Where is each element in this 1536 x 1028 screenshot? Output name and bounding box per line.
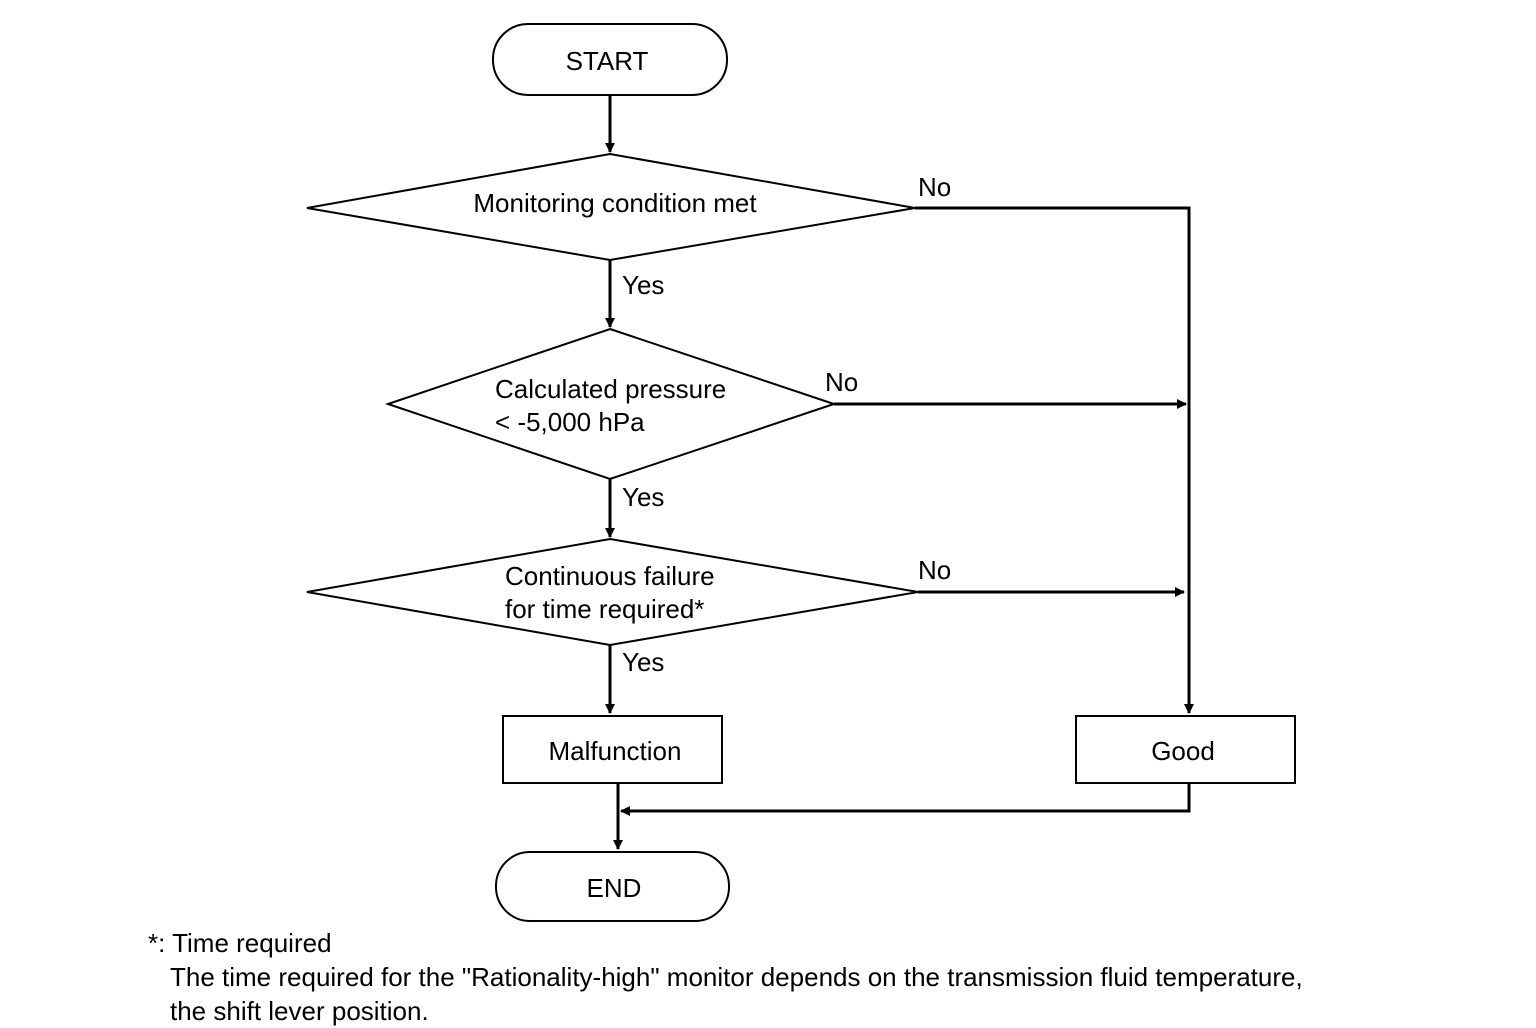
edge-label-pressure-no: No [825,367,858,397]
decision-failure-label-line2: for time required* [505,594,704,624]
footnote-marker: *: Time required [148,928,332,958]
edge-monitoring-no [915,206,1194,714]
end-label: END [587,873,642,903]
edge-label-monitoring-no: No [918,172,951,202]
end-terminal [495,851,730,922]
decision-calculated-pressure [384,327,838,481]
footnote-line1: The time required for the "Rationality-h… [170,962,1303,992]
footnote: *: Time required The time required for t… [148,926,1508,1028]
edge-label-failure-yes: Yes [622,647,664,677]
start-label: START [566,46,649,76]
footnote-line2: the shift lever position. [170,996,429,1026]
decision-pressure-label-line1: Calculated pressure [495,374,726,404]
edge-label-failure-no: No [918,555,951,585]
decision-failure-label-line1: Continuous failure [505,561,715,591]
edge-good-to-end [620,783,1191,816]
decision-monitoring-label: Monitoring condition met [473,188,757,218]
malfunction-label: Malfunction [549,736,682,766]
malfunction-box [502,715,723,784]
good-box [1075,715,1296,784]
decision-continuous-failure [306,537,919,647]
edge-label-pressure-yes: Yes [622,482,664,512]
decision-pressure-label-line2: < -5,000 hPa [495,407,645,437]
good-label: Good [1151,736,1215,766]
edge-label-monitoring-yes: Yes [622,270,664,300]
